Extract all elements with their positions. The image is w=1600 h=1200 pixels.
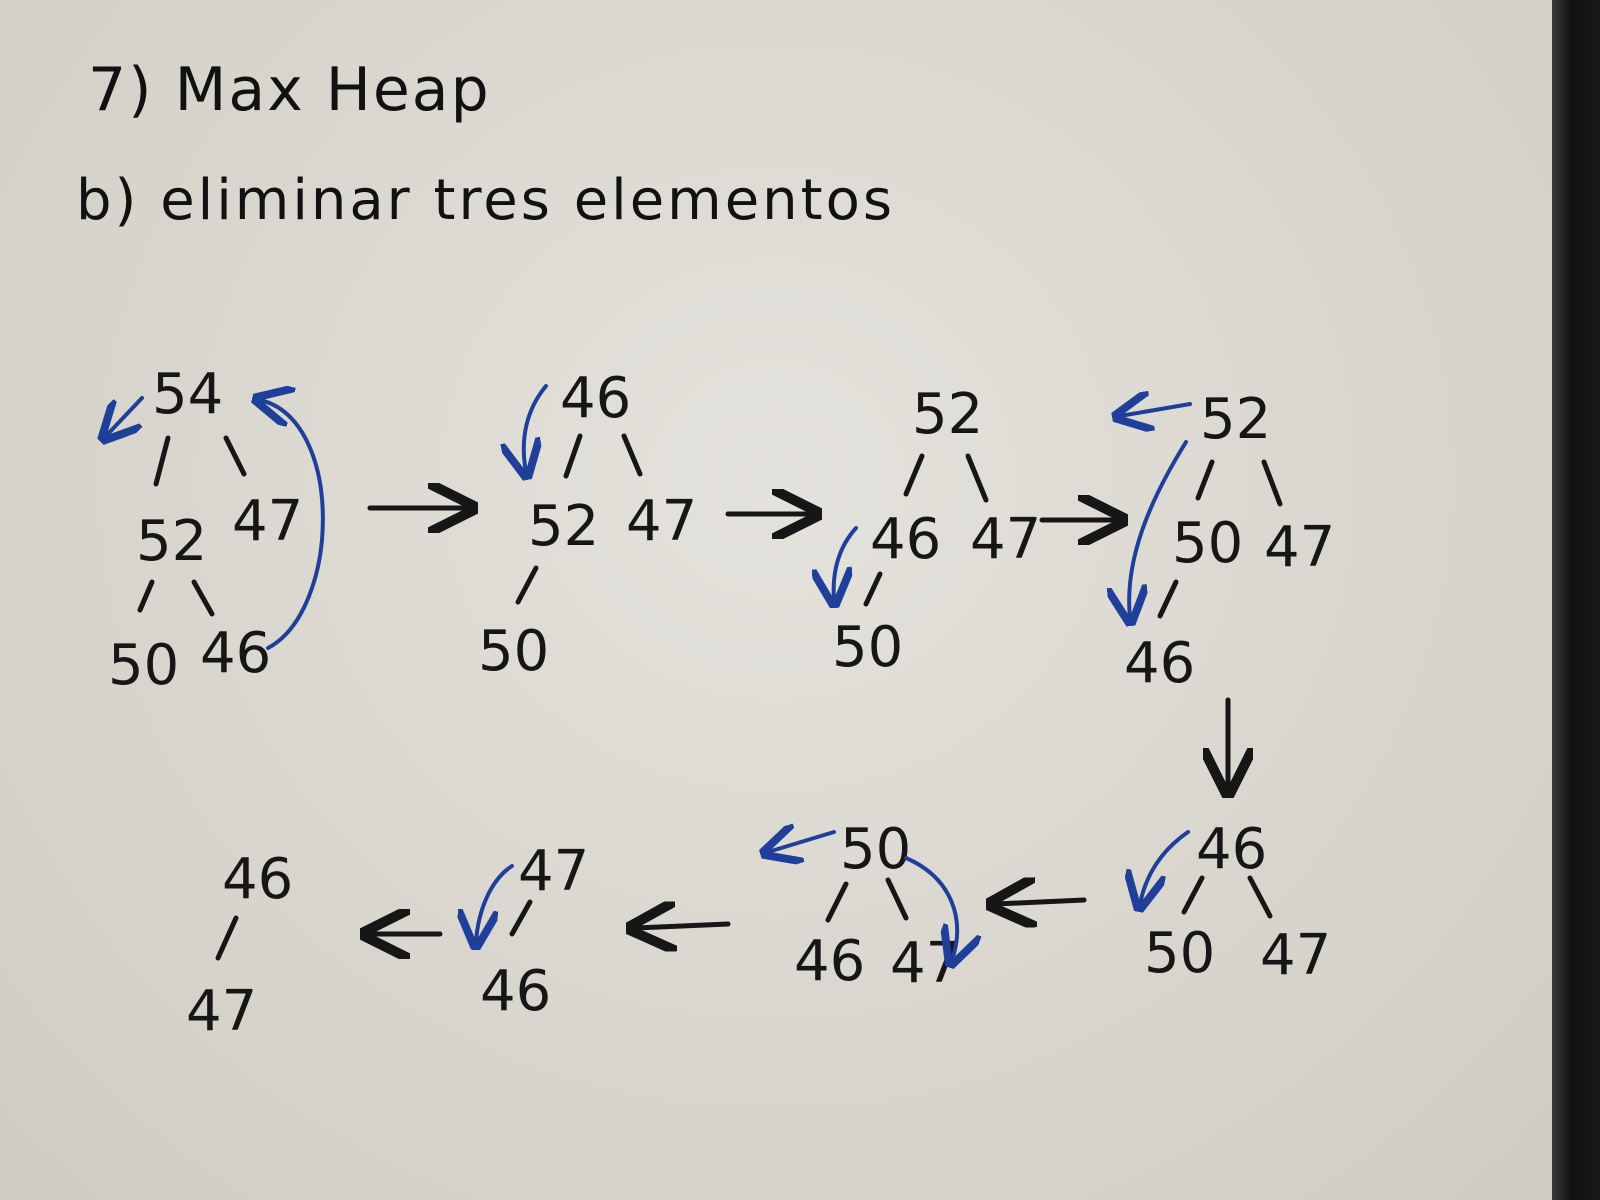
heap-7-edge (509, 899, 533, 937)
heap-2-node: 52 (528, 494, 599, 559)
heap-3-root: 52 (912, 382, 983, 447)
heap-7-node: 46 (480, 959, 551, 1024)
whiteboard (0, 0, 1552, 1200)
heap-6-node: 46 (794, 929, 865, 994)
swap-arrow (1140, 830, 1190, 904)
heap-5-root: 46 (1196, 817, 1267, 882)
swap-arrow (1129, 440, 1188, 618)
heap-3-node: 47 (970, 507, 1041, 572)
swap-arrow (834, 526, 858, 600)
step-arrow (996, 900, 1087, 904)
swap-arrow (768, 832, 836, 852)
heap-1-edge (153, 435, 171, 487)
swap-arrow (476, 864, 514, 942)
heap-4-edge (1195, 459, 1215, 501)
swap-arrow (524, 384, 548, 472)
heap-4-node: 50 (1172, 511, 1243, 576)
heap-3-edge (965, 453, 989, 503)
page-title: 7) Max Heap (88, 55, 491, 125)
heap-1-edge (191, 579, 215, 617)
heap-5-edge (1247, 875, 1273, 919)
heap-7: 47 46 (476, 839, 589, 1024)
page-subtitle: b) eliminar tres elementos (76, 168, 896, 233)
heap-1-node: 50 (108, 633, 179, 698)
heap-2-edge (621, 433, 643, 477)
heap-6-root: 50 (840, 817, 911, 882)
heap-8-edge (215, 915, 239, 961)
heap-4-edge (1157, 579, 1179, 619)
heap-1-node: 52 (136, 509, 207, 574)
swap-arrow (260, 400, 325, 650)
heap-3-edge (903, 453, 925, 497)
heap-4-node: 46 (1124, 631, 1195, 696)
heap-6-node: 47 (890, 931, 961, 996)
heap-1-edge (223, 435, 247, 477)
heap-7-root: 47 (518, 839, 589, 904)
heap-2: 46 52 47 50 (478, 366, 697, 684)
heap-1: 54 52 47 50 46 (106, 362, 325, 698)
heap-6: 50 46 47 (768, 817, 961, 996)
heap-5: 46 50 47 (1140, 817, 1331, 988)
heap-8-root: 46 (222, 847, 293, 912)
heap-8: 46 47 (186, 847, 293, 1044)
heap-4: 52 50 47 46 (1120, 387, 1335, 696)
heap-2-root: 46 (560, 366, 631, 431)
heap-2-edge (515, 565, 539, 605)
whiteboard-frame (1552, 0, 1600, 1200)
heap-3: 52 46 47 50 (832, 382, 1041, 680)
heap-1-root: 54 (152, 362, 223, 427)
heap-1-node: 47 (232, 489, 303, 554)
heap-3-edge (863, 571, 883, 607)
heap-3-node: 46 (870, 507, 941, 572)
swap-arrow (904, 856, 957, 960)
heap-8-node: 47 (186, 979, 257, 1044)
heap-6-edge (825, 881, 849, 923)
heap-5-node: 50 (1144, 921, 1215, 986)
heap-5-node: 47 (1260, 923, 1331, 988)
swap-arrow (106, 396, 144, 436)
swap-arrow (1120, 404, 1192, 416)
heap-1-edge (137, 579, 155, 613)
heap-4-node: 47 (1264, 515, 1335, 580)
heap-5-edge (1181, 875, 1205, 915)
heap-4-root: 52 (1200, 387, 1271, 452)
heap-2-edge (563, 433, 583, 479)
step-arrow (636, 924, 731, 928)
heap-3-node: 50 (832, 615, 903, 680)
heap-4-edge (1261, 459, 1283, 507)
heap-1-node: 46 (200, 621, 271, 686)
heap-2-node: 50 (478, 619, 549, 684)
heap-6-edge (885, 877, 909, 921)
heap-2-node: 47 (626, 489, 697, 554)
